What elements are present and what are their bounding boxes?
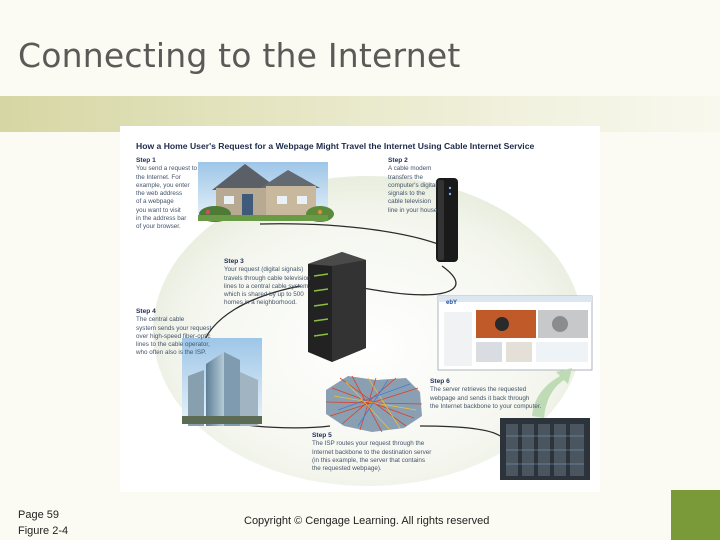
step-6: Step 6 The server retrieves the requeste… [430,378,541,411]
step-title: Step 6 [430,378,450,385]
step-5: Step 5 The ISP routes your request throu… [312,432,431,473]
copyright-notice: Copyright © Cengage Learning. All rights… [244,515,490,527]
step-title: Step 2 [388,157,408,164]
step-title: Step 3 [224,258,244,265]
step-title: Step 4 [136,308,156,315]
server-rack [308,252,366,362]
step-1: Step 1 You send a request to the Interne… [136,157,197,232]
step-3: Step 3 Your request (digital signals) tr… [224,258,310,308]
step-description: Your request (digital signals) travels t… [224,266,311,307]
step-description: A cable modem transfers the computer's d… [388,165,440,214]
page-reference: Page 59 Figure 2-4 [18,507,68,539]
return-arrow [532,368,572,418]
office-towers [182,338,262,426]
step-description: The central cable system sends your requ… [136,316,212,357]
page-number: Page 59 [18,509,59,521]
diagram-title: How a Home User's Request for a Webpage … [136,141,535,151]
step-description: The ISP routes your request through the … [312,440,432,473]
house-illustration [198,162,334,222]
step-2: Step 2 A cable modem transfers the compu… [388,157,439,215]
step-title: Step 5 [312,432,332,439]
cable-modem [436,178,458,262]
step-title: Step 1 [136,157,156,164]
cable-path [419,425,501,437]
cable-path [259,223,439,245]
step-description: You send a request to the Internet. For … [136,165,198,231]
webpage-thumbnail [437,295,593,371]
corner-accent-block [671,490,720,540]
figure-number: Figure 2-4 [18,525,69,537]
slide-title: Connecting to the Internet [18,36,461,75]
diagram-artwork [153,162,593,486]
diagram-figure: How a Home User's Request for a Webpage … [120,126,600,492]
webpage-logo: ebY [446,300,458,306]
step-4: Step 4 The central cable system sends yo… [136,308,211,358]
destination-servers [500,418,590,480]
internet-backbone-map [325,375,423,433]
step-description: The server retrieves the requested webpa… [430,386,542,410]
